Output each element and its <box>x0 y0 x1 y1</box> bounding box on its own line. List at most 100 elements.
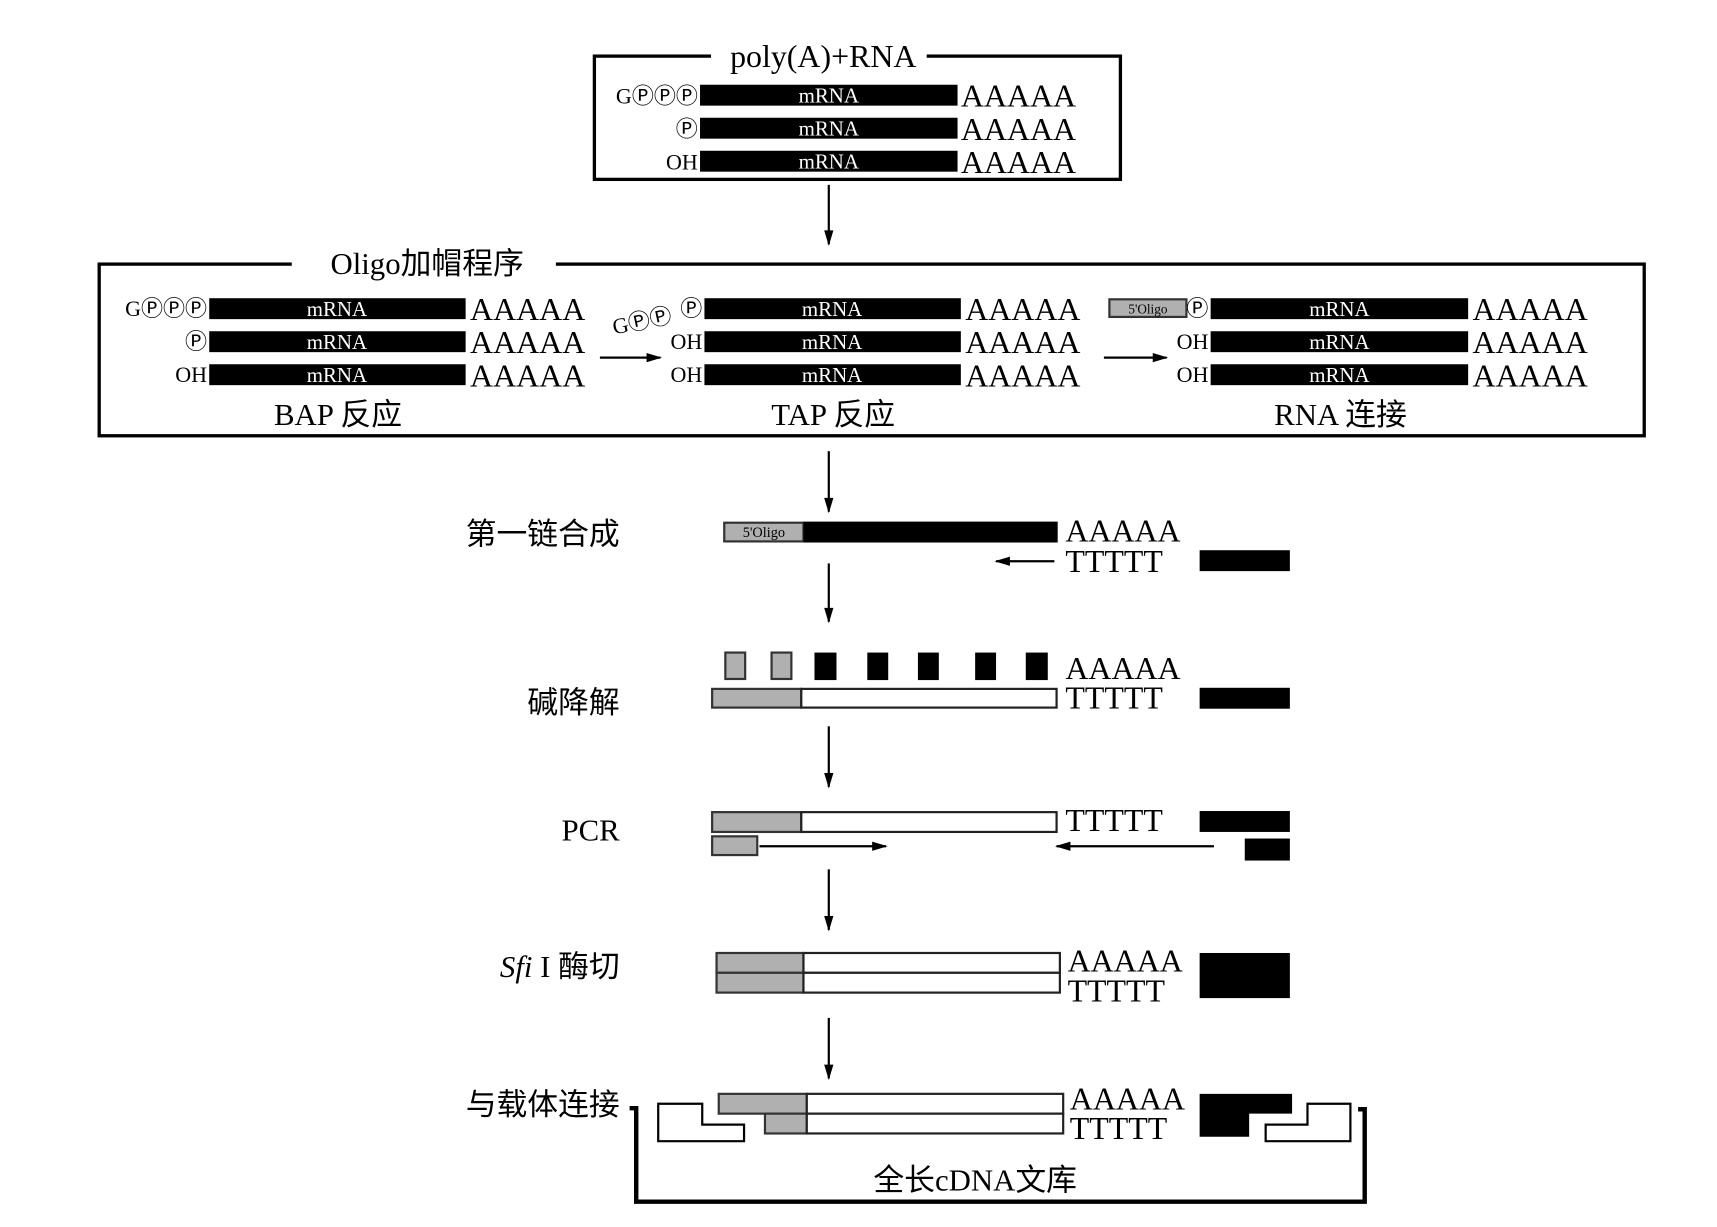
rna-fragment <box>917 652 939 681</box>
alkaline-degradation-step: 碱降解 AAAAA TTTTT <box>527 651 1290 720</box>
mrna-label: mRNA <box>1309 363 1369 387</box>
five-prime-end: OH <box>175 362 207 387</box>
mrna-label: mRNA <box>1309 297 1369 321</box>
oligo-adapter <box>1108 298 1188 319</box>
mrna-bar <box>700 117 958 139</box>
oligo-capping-box: Oligo加帽程序 GⓅⓅⓅ mRNA AAAAA Ⓟ mRNA AAAAA O… <box>97 247 1646 438</box>
poly-a-tail: AAAAA <box>1070 1081 1185 1116</box>
poly-a-tail: AAAAA <box>965 358 1080 393</box>
mrna-bar <box>704 298 961 320</box>
tap-reaction-group: GⓅⓅ Ⓟ mRNA AAAAA OH mRNA AAAAA OH mRNA A… <box>610 292 1080 432</box>
rna-fragment <box>975 652 997 681</box>
poly-t-primer: TTTTT <box>1065 681 1162 716</box>
tap-caption: TAP 反应 <box>771 398 895 432</box>
oligo-segment <box>763 1112 808 1135</box>
poly-a-tail: AAAAA <box>1473 325 1588 360</box>
five-prime-end: OH <box>670 362 702 387</box>
five-prime-end: OH <box>666 149 698 174</box>
rna-fragment <box>867 652 889 681</box>
bap-caption: BAP 反应 <box>274 398 402 432</box>
poly-a-tail: AAAAA <box>1473 358 1588 393</box>
mrna-bar <box>700 84 958 106</box>
oligo-segment <box>717 1092 808 1115</box>
poly-a-tail: AAAAA <box>1473 292 1588 327</box>
primer-adapter <box>1199 550 1290 572</box>
mrna-bar <box>700 150 958 172</box>
cdna-strand <box>802 951 1061 974</box>
cdna-strand <box>805 1112 1065 1135</box>
oligo-segment <box>715 971 805 994</box>
rna-fragment <box>814 652 837 681</box>
poly-a-tail: AAAAA <box>470 358 585 393</box>
five-prime-end: OH <box>1177 362 1209 387</box>
mrna-label: mRNA <box>1309 330 1369 354</box>
poly-a-tail: AAAAA <box>965 325 1080 360</box>
step-label: 第一链合成 <box>466 518 620 552</box>
five-prime-end: Ⓟ <box>676 116 698 141</box>
primer-adapter <box>1199 687 1290 709</box>
poly-t-primer: TTTTT <box>1065 544 1162 579</box>
step-label: Sfi I 酶切 <box>500 950 620 984</box>
poly-a-tail: AAAAA <box>1065 513 1180 548</box>
mrna-bar <box>209 364 466 386</box>
poly-t-primer: TTTTT <box>1070 1111 1167 1146</box>
poly-a-title: poly(A)+RNA <box>730 39 916 74</box>
primer-adapter <box>1199 1093 1293 1137</box>
forward-primer <box>711 835 759 857</box>
poly-a-tail: AAAAA <box>961 112 1076 147</box>
step-label: PCR <box>561 814 620 848</box>
mrna-label: mRNA <box>802 330 862 354</box>
mrna-bar <box>704 331 961 353</box>
mrna-label: mRNA <box>307 330 367 354</box>
title-gap <box>711 41 927 71</box>
rna-fragment <box>724 651 747 681</box>
five-prime-end: GⓅⓅⓅ <box>616 83 698 108</box>
rna-fragment <box>770 651 793 681</box>
poly-a-tail: AAAAA <box>1065 651 1180 686</box>
vector-backbone <box>629 1105 1367 1204</box>
five-prime-end: OH <box>670 329 702 354</box>
vector-left-arm <box>657 1102 746 1143</box>
mrna-bar <box>1210 331 1469 353</box>
oligo-segment <box>715 951 805 974</box>
mrna-row: Ⓟ mRNA AAAAA <box>676 112 1076 147</box>
mrna-bar <box>1210 298 1469 320</box>
cdna-strand <box>802 971 1061 994</box>
mrna-label: mRNA <box>802 363 862 387</box>
five-prime-end: Ⓟ <box>185 329 207 354</box>
oligo-label: 5'Oligo <box>743 525 785 541</box>
mrna-label: mRNA <box>799 149 859 173</box>
five-prime-end: Ⓟ <box>1186 296 1208 321</box>
oligo-segment <box>711 811 803 834</box>
step-label-rest: I 酶切 <box>532 950 619 984</box>
poly-a-tail: AAAAA <box>961 79 1076 114</box>
step-label: 与载体连接 <box>466 1088 620 1122</box>
five-prime-end: OH <box>1177 329 1209 354</box>
cdna-strand <box>805 1092 1065 1115</box>
mrna-row: OH mRNA AAAAA <box>666 145 1076 180</box>
poly-a-tail: AAAAA <box>965 292 1080 327</box>
mrna-label: mRNA <box>307 363 367 387</box>
mrna-label: mRNA <box>307 297 367 321</box>
released-cap: GⓅⓅ <box>610 303 674 340</box>
bap-reaction-group: GⓅⓅⓅ mRNA AAAAA Ⓟ mRNA AAAAA OH mRNA AAA… <box>125 292 585 432</box>
mrna-label: mRNA <box>799 116 859 140</box>
enzyme-name: Sfi <box>500 950 533 984</box>
cdna-strand <box>800 811 1058 834</box>
reverse-primer <box>1244 838 1290 861</box>
poly-a-tail: AAAAA <box>1068 944 1183 979</box>
mrna-label: mRNA <box>802 297 862 321</box>
poly-a-rna-box: poly(A)+RNA GⓅⓅⓅ mRNA AAAAA Ⓟ mRNA AAAAA… <box>592 39 1123 182</box>
poly-t-primer: TTTTT <box>1065 803 1162 838</box>
mrna-bar <box>209 331 466 353</box>
oligo-segment <box>711 687 803 709</box>
five-prime-end: GⓅⓅⓅ <box>125 296 207 321</box>
rna-ligation-group: 5'Oligo Ⓟ mRNA AAAAA OH mRNA AAAAA OH mR… <box>1108 292 1588 432</box>
title-gap <box>291 248 556 278</box>
ligation-caption: RNA 连接 <box>1274 398 1407 432</box>
oligo-frame <box>97 262 1646 438</box>
vector-ligation-step: 与载体连接 AAAAA TTTTT 全长cDNA文库 <box>466 1081 1367 1204</box>
mrna-bar <box>1210 364 1469 386</box>
mrna-bar <box>803 521 1058 543</box>
